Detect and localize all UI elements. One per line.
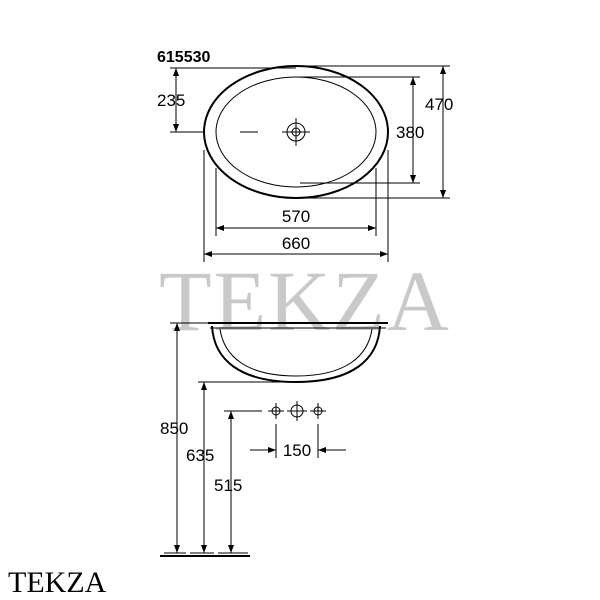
dim-drain-offset: 235 bbox=[157, 67, 296, 133]
dim-tap-spacing: 150 bbox=[250, 424, 346, 460]
dim-width: 570 660 bbox=[203, 150, 389, 262]
dim-bowl-bottom-height: 635 bbox=[186, 381, 296, 553]
dim-tap-height-label: 515 bbox=[214, 476, 242, 495]
drain-icon bbox=[282, 118, 310, 146]
brand-logo-text: TEKZA bbox=[8, 566, 107, 599]
watermark-text: TEKZA bbox=[159, 253, 451, 349]
dim-tap-spacing-label: 150 bbox=[283, 441, 311, 460]
dim-outer-depth-label: 470 bbox=[425, 95, 453, 114]
tap-hole-center-icon bbox=[287, 401, 307, 421]
dim-inner-width-label: 570 bbox=[282, 207, 310, 226]
dim-bowl-bottom-height-label: 635 bbox=[186, 446, 214, 465]
basin-inner-bowl bbox=[215, 76, 377, 188]
dim-drain-offset-label: 235 bbox=[157, 91, 185, 110]
tap-hole-left-icon bbox=[268, 403, 284, 419]
model-code: 615530 bbox=[157, 49, 210, 66]
basin-top-view bbox=[203, 65, 389, 199]
tap-holes bbox=[268, 401, 326, 421]
dim-rim-height: 850 bbox=[160, 322, 208, 553]
tap-hole-right-icon bbox=[310, 403, 326, 419]
dim-tap-height: 515 bbox=[214, 410, 262, 553]
dim-depth: 470 380 bbox=[296, 65, 453, 199]
dim-inner-depth-label: 380 bbox=[396, 123, 424, 142]
basin-side-view bbox=[160, 322, 388, 557]
dim-outer-width-label: 660 bbox=[282, 234, 310, 253]
dim-rim-height-label: 850 bbox=[160, 419, 188, 438]
